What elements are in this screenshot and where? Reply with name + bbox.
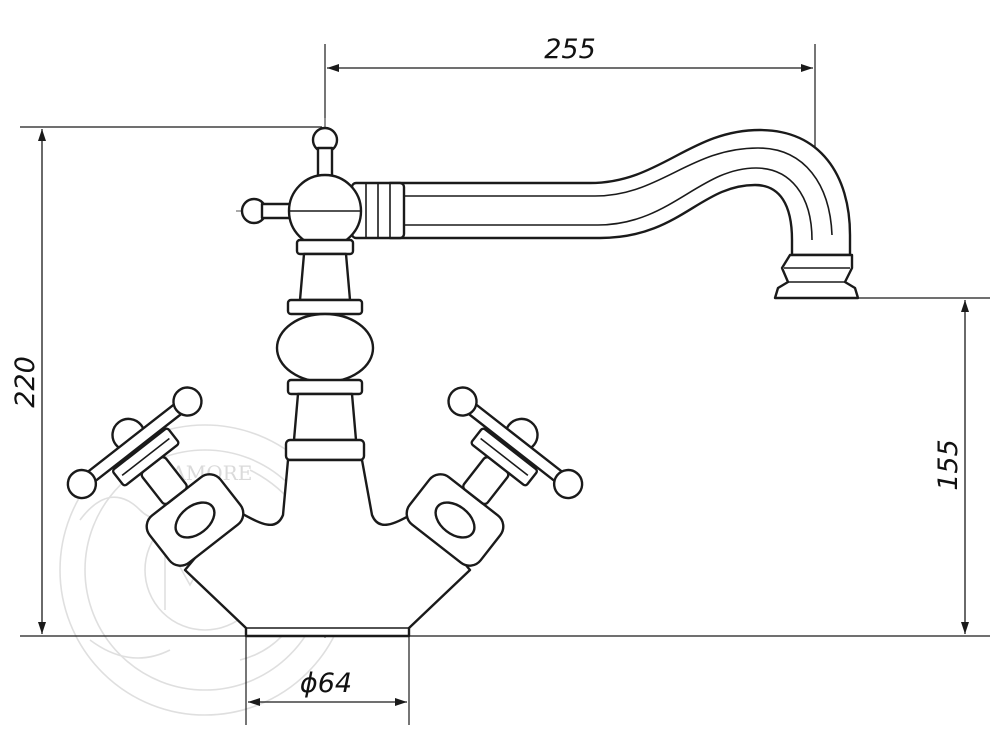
dim-label-base-diameter: ϕ64 [300, 668, 352, 699]
dim-label-spout-reach: 255 [544, 34, 596, 65]
right-valve [405, 386, 584, 567]
body-bulb [275, 312, 375, 384]
spout-outlet [773, 253, 860, 300]
left-valve [66, 386, 245, 567]
faucet-body [66, 126, 860, 638]
dim-label-spout-height: 155 [933, 439, 964, 491]
dim-label-total-height: 220 [10, 356, 41, 408]
extension-lines [20, 44, 990, 725]
spout [388, 128, 852, 257]
base-body [183, 458, 472, 638]
dimension-lines [38, 64, 969, 706]
